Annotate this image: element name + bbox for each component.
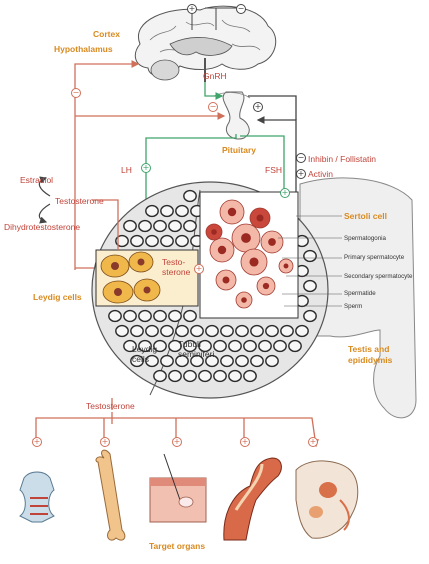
plus-sign-reproductive: +: [308, 437, 318, 447]
label-fsh: FSH: [265, 165, 282, 175]
leydig-inset: [95, 249, 199, 307]
label-activin: Activin: [308, 169, 334, 179]
plus-sign-gnrh: +: [253, 102, 263, 112]
label-dht: Dihydrotestosterone: [4, 222, 81, 232]
plus-sign-testis: +: [194, 264, 204, 274]
brain-illustration: [134, 5, 277, 82]
plus-sign-bone: +: [100, 437, 110, 447]
label-testosterone-bottom: Testosterone: [86, 401, 135, 411]
label-primary-spermatocyte: Primary spermatocyte: [344, 254, 405, 261]
label-testis-2: epididymis: [348, 355, 393, 365]
label-lh: LH: [121, 165, 132, 175]
label-leydig-cells: Leydig cells: [33, 292, 82, 302]
label-pituitary: Pituitary: [222, 145, 257, 155]
larynx-illustration: [19, 471, 55, 523]
label-hypothalamus: Hypothalamus: [54, 44, 113, 54]
label-tubuli-1: Tubuli: [178, 339, 201, 349]
plus-sign-larynx: +: [32, 437, 42, 447]
label-estradiol: Estradiol: [20, 175, 54, 185]
label-cortex: Cortex: [93, 29, 120, 39]
skin-illustration: [149, 453, 207, 523]
muscle-illustration: [223, 457, 282, 541]
label-target-organs: Target organs: [149, 541, 206, 551]
plus-sign-skin: +: [172, 437, 182, 447]
label-sperm: Sperm: [344, 303, 363, 310]
label-testo-inset-2: sterone: [162, 267, 191, 277]
bone-illustration: [95, 449, 126, 541]
label-testosterone-left: Testosterone: [55, 196, 104, 206]
label-gnrh: GnRH: [203, 71, 227, 81]
sertoli-inset: [199, 191, 299, 319]
label-sertoli: Sertoli cell: [344, 211, 387, 221]
label-testis-1: Testis and: [348, 344, 390, 354]
plus-sign-lh: +: [141, 163, 151, 173]
minus-sign-hypothalamus: −: [71, 88, 81, 98]
label-leydig-inner-2: cells: [132, 354, 150, 364]
label-spermatogonia: Spermatogonia: [344, 235, 386, 242]
minus-sign-pituitary: −: [208, 102, 218, 112]
minus-sign-inhibin: −: [296, 153, 306, 163]
label-inhibin: Inhibin / Follistatin: [308, 154, 377, 164]
minus-sign-top-right: −: [236, 4, 246, 14]
label-secondary-spermatocyte: Secondary spermatocyte: [344, 273, 413, 280]
plus-sign-muscle: +: [240, 437, 250, 447]
label-tubuli-2: seminiferi: [178, 349, 215, 359]
plus-sign-fsh: +: [280, 188, 290, 198]
tubule-pattern: [108, 189, 317, 383]
label-leydig-inner-1: Leydig: [132, 344, 158, 354]
plus-sign-top-left: +: [187, 4, 197, 14]
reproductive-organs-illustration: [295, 460, 359, 539]
plus-sign-activin: +: [296, 169, 306, 179]
label-testo-inset-1: Testo-: [162, 257, 186, 267]
label-spermatide: Spermatide: [344, 290, 376, 297]
